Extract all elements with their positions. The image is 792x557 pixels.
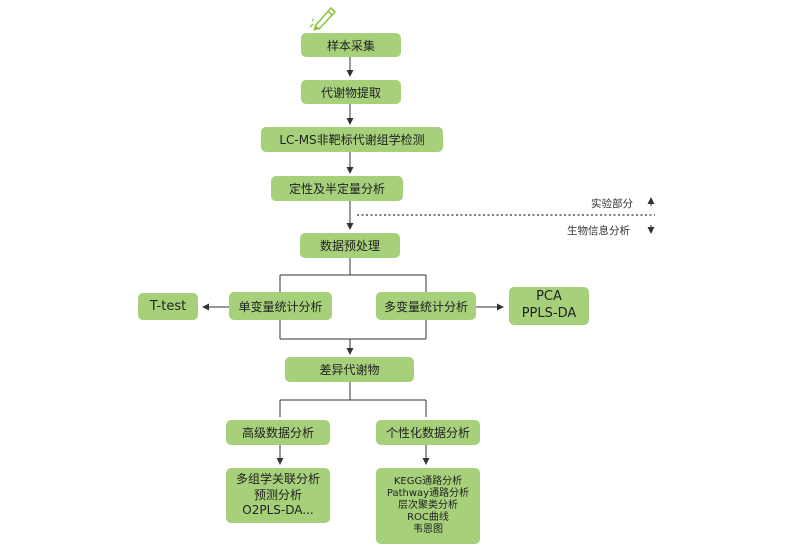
advanced-item: O2PLS-DA... [242,503,314,518]
personalized-items-box: KEGG通路分析 Pathway通路分析 层次聚类分析 ROC曲线 韦恩图 [376,468,480,544]
ttest-box: T-test [138,293,198,320]
bioinformatics-label: 生物信息分析 [567,225,630,237]
metabolite-extraction-box: 代谢物提取 [301,80,401,104]
pca-label: PCA [536,289,562,305]
personalized-item: 层次聚类分析 [398,499,458,511]
univariate-analysis-box: 单变量统计分析 [229,292,332,320]
sample-collection-box: 样本采集 [301,33,401,57]
preprocess-box: 数据预处理 [300,233,400,258]
multivariate-analysis-box: 多变量统计分析 [376,292,476,320]
lcms-detection-box: LC-MS非靶标代谢组学检测 [261,127,443,152]
experiment-part-label: 实验部分 [591,198,633,210]
pca-box: PCA PPLS-DA [509,287,589,325]
personalized-item: Pathway通路分析 [386,487,470,499]
pplsda-label: PPLS-DA [521,306,577,321]
advanced-analysis-box: 高级数据分析 [226,420,330,445]
quant-analysis-box: 定性及半定量分析 [271,176,403,201]
personalized-item: ROC曲线 [407,512,449,524]
personalized-analysis-box: 个性化数据分析 [376,420,480,445]
personalized-item: 韦恩图 [413,524,443,536]
diff-metabolites-box: 差异代谢物 [285,357,414,382]
pen-icon [309,7,336,31]
advanced-item: 预测分析 [253,487,302,502]
advanced-item: 多组学关联分析 [235,472,320,487]
personalized-item: KEGG通路分析 [393,475,463,487]
advanced-items-box: 多组学关联分析 预测分析 O2PLS-DA... [226,468,330,523]
